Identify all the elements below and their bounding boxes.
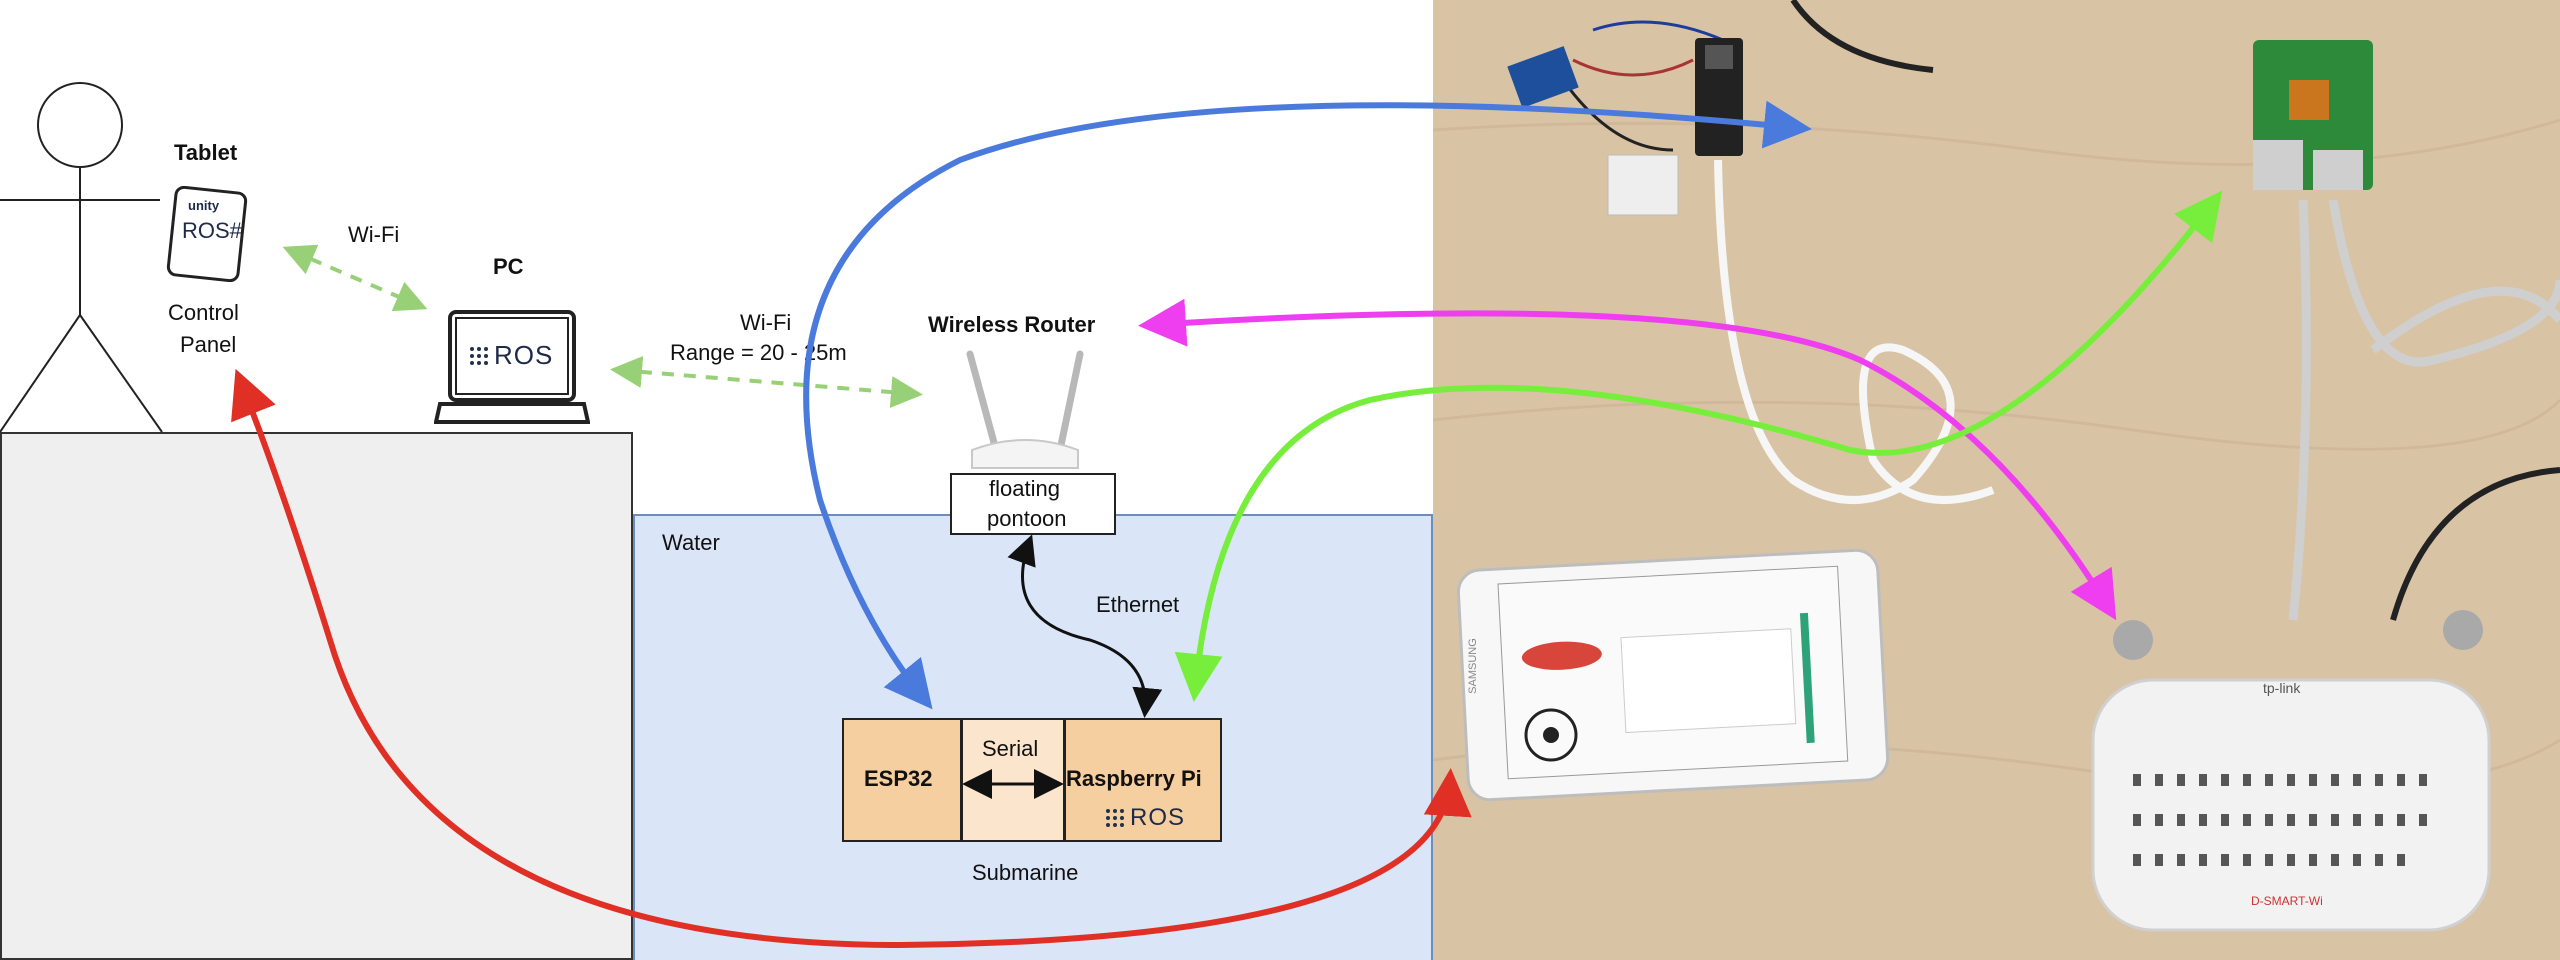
router-model-text: D-SMART-Wi xyxy=(2251,894,2323,908)
ethernet-link xyxy=(1007,534,1163,718)
wifi-range-label-line1: Wi-Fi xyxy=(740,310,792,335)
router-brand-text: tp-link xyxy=(2263,680,2301,696)
magenta-arrow-router xyxy=(1138,298,2117,621)
control-panel-label-line2: Panel xyxy=(180,332,237,357)
ros-sharp-text: ROS# xyxy=(182,218,242,243)
tablet-icon: unity ROS# xyxy=(164,186,250,282)
green-arrow-raspberry-pi xyxy=(1174,190,2223,702)
unity-logo-text: unity xyxy=(188,198,220,213)
wifi-label-tablet-pc: Wi-Fi xyxy=(348,222,400,247)
pc-label: PC xyxy=(493,254,524,279)
stick-figure-icon xyxy=(0,82,163,433)
control-panel-label-line1: Control xyxy=(168,300,239,325)
wifi-link-pc-router xyxy=(610,355,923,409)
tablet-label: Tablet xyxy=(174,140,238,165)
wifi-link-tablet-pc xyxy=(282,244,428,312)
pc-ros-logo: ROS xyxy=(470,340,553,371)
submarine-label: Submarine xyxy=(972,860,1079,885)
red-arrow-tablet xyxy=(231,368,1472,949)
